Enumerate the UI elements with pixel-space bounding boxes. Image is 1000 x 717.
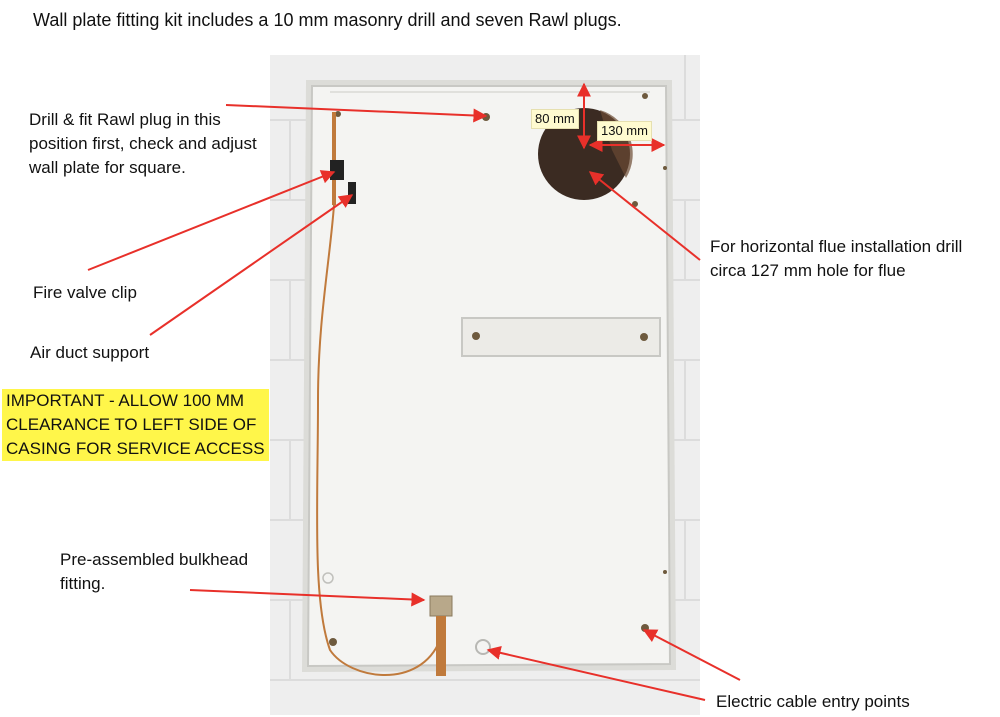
bulkhead-line-1: Pre-assembled bulkhead xyxy=(60,550,249,569)
arrow-fire-valve xyxy=(87,170,336,271)
air-duct-bracket xyxy=(461,317,661,357)
rawl-plug-callout: Drill & fit Rawl plug in this position f… xyxy=(29,108,257,180)
fire-valve-clip-part xyxy=(330,160,344,180)
flue-callout: For horizontal flue installation drill c… xyxy=(710,235,962,283)
callout-arrows xyxy=(87,82,741,701)
rawl-plug-line-2: position first, check and adjust xyxy=(29,134,257,153)
arrow-air-duct xyxy=(149,194,354,336)
rawl-plug-line-3: wall plate for square. xyxy=(29,158,186,177)
flue-line-2: circa 127 mm hole for flue xyxy=(710,261,906,280)
arrow-rawl-plug xyxy=(225,104,488,123)
service-access-warning: IMPORTANT - ALLOW 100 MM CLEARANCE TO LE… xyxy=(2,389,269,461)
dimension-130mm-label: 130 mm xyxy=(597,121,652,141)
arrow-flue xyxy=(588,171,701,261)
air-duct-support-part xyxy=(348,182,356,204)
bulkhead-fitting xyxy=(429,595,453,676)
wall-plate xyxy=(302,80,676,672)
arrow-cable-2 xyxy=(486,646,706,701)
header-text: Wall plate fitting kit includes a 10 mm … xyxy=(33,10,622,30)
warning-line-1: IMPORTANT - ALLOW 100 MM xyxy=(6,391,245,410)
bulkhead-line-2: fitting. xyxy=(60,574,106,593)
arrow-bulkhead xyxy=(189,589,426,607)
fire-valve-callout: Fire valve clip xyxy=(33,283,137,302)
dimension-80mm-label: 80 mm xyxy=(531,109,579,129)
rawl-plug-line-1: Drill & fit Rawl plug in this xyxy=(29,110,221,129)
warning-line-2: CLEARANCE TO LEFT SIDE OF xyxy=(6,415,257,434)
cable-entry-callout: Electric cable entry points xyxy=(716,692,910,711)
air-duct-callout: Air duct support xyxy=(30,343,150,362)
bulkhead-callout: Pre-assembled bulkhead fitting. xyxy=(60,548,248,596)
warning-line-3: CASING FOR SERVICE ACCESS xyxy=(6,439,265,458)
flue-line-1: For horizontal flue installation drill xyxy=(710,237,963,256)
arrow-cable-1 xyxy=(642,629,741,681)
